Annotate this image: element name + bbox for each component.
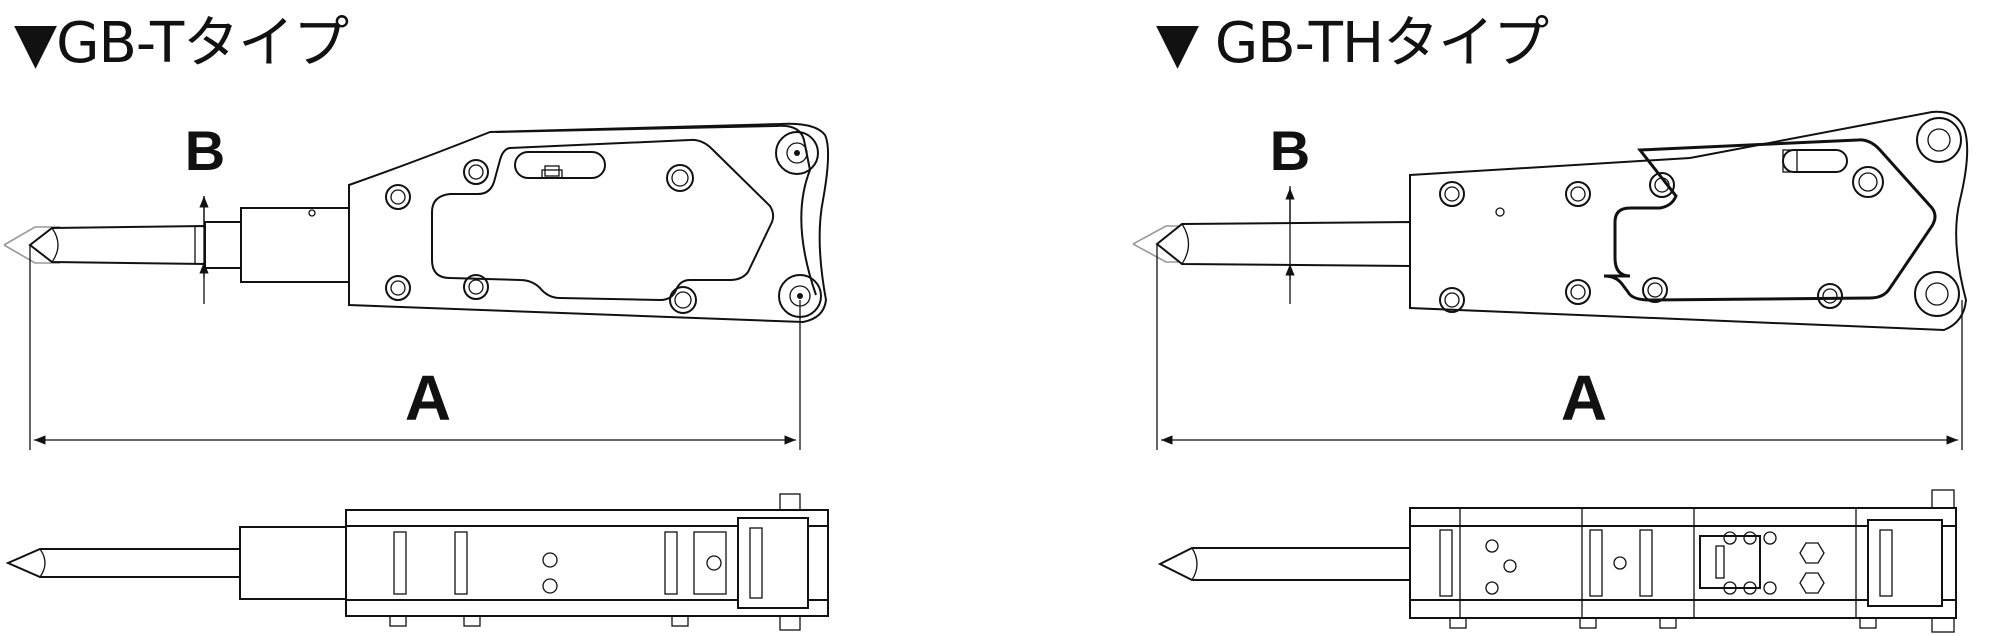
gb-th-dimensions: [1156, 186, 1963, 450]
dimension-a-label-left: A: [405, 362, 451, 434]
title-gb-t: ▼GB-Tタイプ: [14, 11, 349, 76]
gb-th-side-view: [1132, 110, 1969, 332]
dimension-b-label-left: B: [185, 119, 225, 182]
dimension-a-label-right: A: [1561, 362, 1607, 434]
gb-t-top-view: [5, 493, 829, 631]
gb-th-top-view: [1157, 489, 1957, 633]
bolt-circles-th: [1439, 166, 1884, 313]
gb-t-side-view: [3, 122, 830, 324]
dimension-b-label-right: B: [1270, 119, 1310, 182]
title-gb-th: ▼ GB-THタイプ: [1156, 11, 1549, 76]
hex-bolts: [1723, 531, 1825, 595]
gb-t-dimensions: [29, 196, 801, 450]
bolt-circles: [385, 159, 697, 314]
